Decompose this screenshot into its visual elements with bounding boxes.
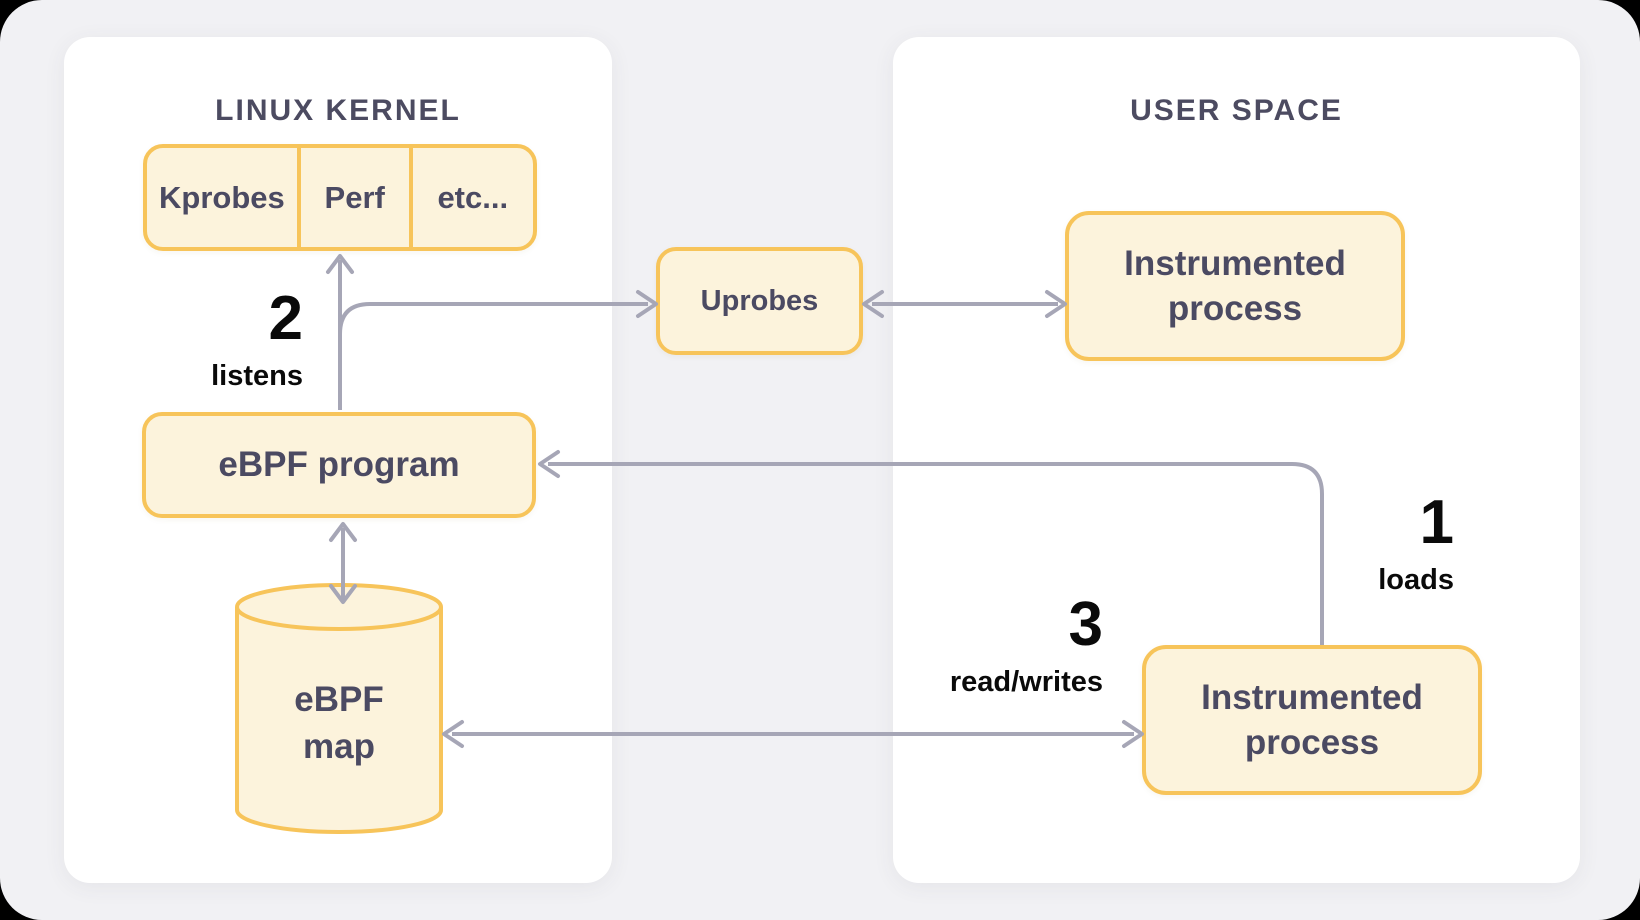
step-2-number: 2 xyxy=(268,284,303,353)
perf-cell: Perf xyxy=(296,148,409,247)
ebpf-map-cylinder xyxy=(235,583,443,834)
instrumented-process-top-node: Instrumented process xyxy=(1065,211,1405,361)
step-1-number: 1 xyxy=(1419,488,1454,557)
annotation-step-2: 2 listens xyxy=(211,288,303,393)
step-3-number: 3 xyxy=(1068,590,1103,659)
etc-cell: etc... xyxy=(408,148,533,247)
annotation-step-1: 1 loads xyxy=(1378,492,1454,597)
step-3-label: read/writes xyxy=(949,666,1103,698)
user-space-title: USER SPACE xyxy=(1130,94,1343,127)
annotation-step-3: 3 read/writes xyxy=(950,594,1103,699)
ebpf-map-label: eBPF map xyxy=(294,680,384,767)
probe-sources-row: Kprobes Perf etc... xyxy=(143,144,537,251)
uprobes-node: Uprobes xyxy=(656,247,863,355)
step-1-label: loads xyxy=(1378,564,1454,596)
kprobes-cell: Kprobes xyxy=(159,179,285,215)
ebpf-program-node: eBPF program xyxy=(142,412,536,518)
step-2-label: listens xyxy=(211,360,303,392)
instrumented-process-bottom-node: Instrumented process xyxy=(1142,645,1482,795)
linux-kernel-title: LINUX KERNEL xyxy=(215,94,461,127)
